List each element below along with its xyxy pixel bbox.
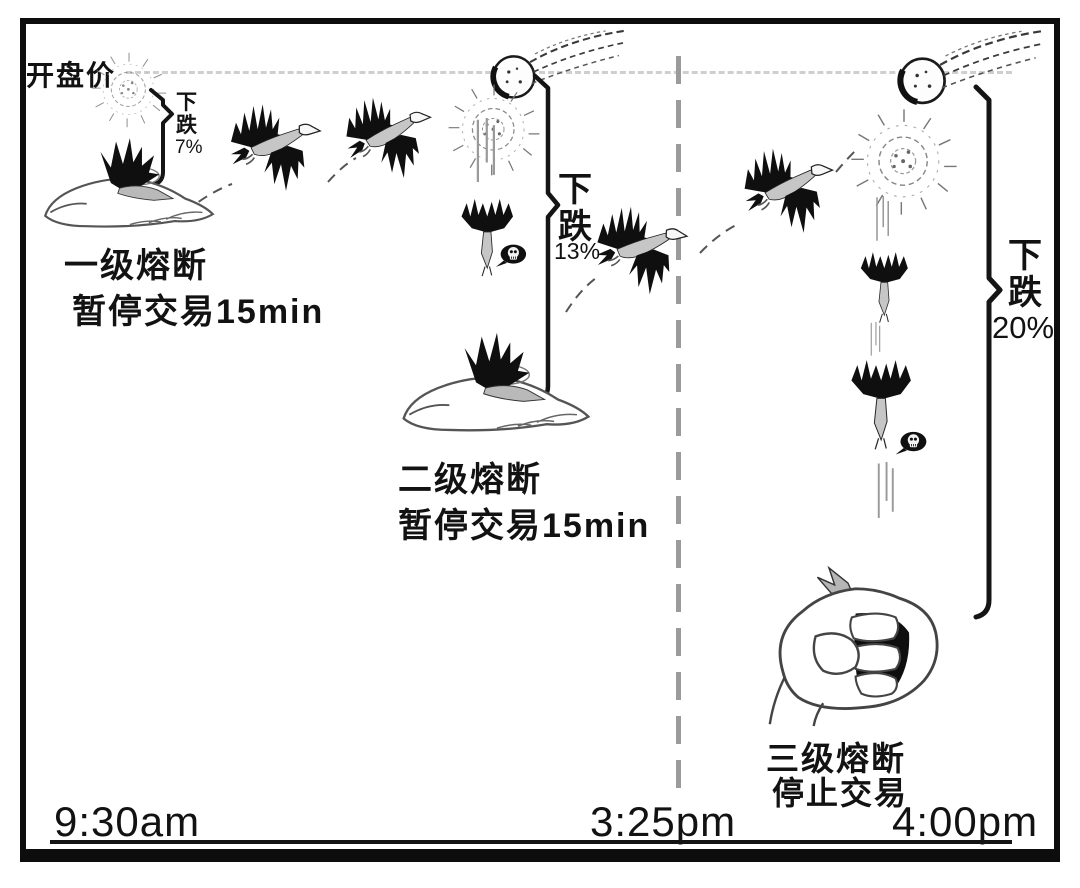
drop-label-2: 下跌 — [558, 171, 592, 246]
eagle-flying-icon — [589, 189, 695, 312]
comic-frame — [20, 18, 1060, 862]
drop-label-3: 下跌 — [1008, 237, 1042, 312]
stage-2-action: 暂停交易15min — [398, 507, 651, 545]
timeline-close-label: 4:00pm — [892, 798, 1039, 845]
timeline-cutoff-label: 3:25pm — [590, 798, 737, 845]
skull-speech-bubble-icon — [494, 243, 528, 270]
timeline-open-label: 9:30am — [54, 798, 201, 845]
eagle-crashed-on-hand-icon — [396, 318, 596, 440]
timeline-baseline — [50, 840, 1012, 844]
virus-burst-icon — [838, 104, 970, 220]
drop-label-1: 下跌 — [176, 91, 197, 137]
stage-1-action: 暂停交易15min — [72, 293, 325, 331]
skull-speech-bubble-icon — [894, 430, 928, 458]
stage-1-name: 一级熔断 — [64, 247, 208, 285]
comet-icon — [878, 26, 1058, 110]
eagle-falling-icon — [854, 244, 916, 328]
motion-lines-icon — [470, 118, 500, 198]
drop-bracket-20pct — [973, 84, 1003, 620]
eagle-flying-icon — [337, 80, 444, 195]
opening-price-label: 开盘价 — [26, 60, 117, 91]
eagle-flying-icon — [226, 92, 326, 204]
stage-2-name: 二级熔断 — [398, 461, 542, 499]
eagle-flying-icon — [735, 132, 844, 250]
opening-price-dashed-line — [126, 71, 1012, 74]
stage-3-action: 停止交易 — [772, 775, 909, 811]
eagle-crashed-on-hand-icon — [24, 126, 234, 234]
session-cutoff-dashed-divider — [676, 56, 681, 804]
fist-gripping-eagle-icon — [758, 522, 958, 727]
drop-value-1: 7% — [175, 137, 203, 158]
drop-value-3: 20% — [992, 310, 1055, 345]
drop-value-2: 13% — [554, 238, 601, 264]
stage-3-name: 三级熔断 — [766, 740, 906, 777]
